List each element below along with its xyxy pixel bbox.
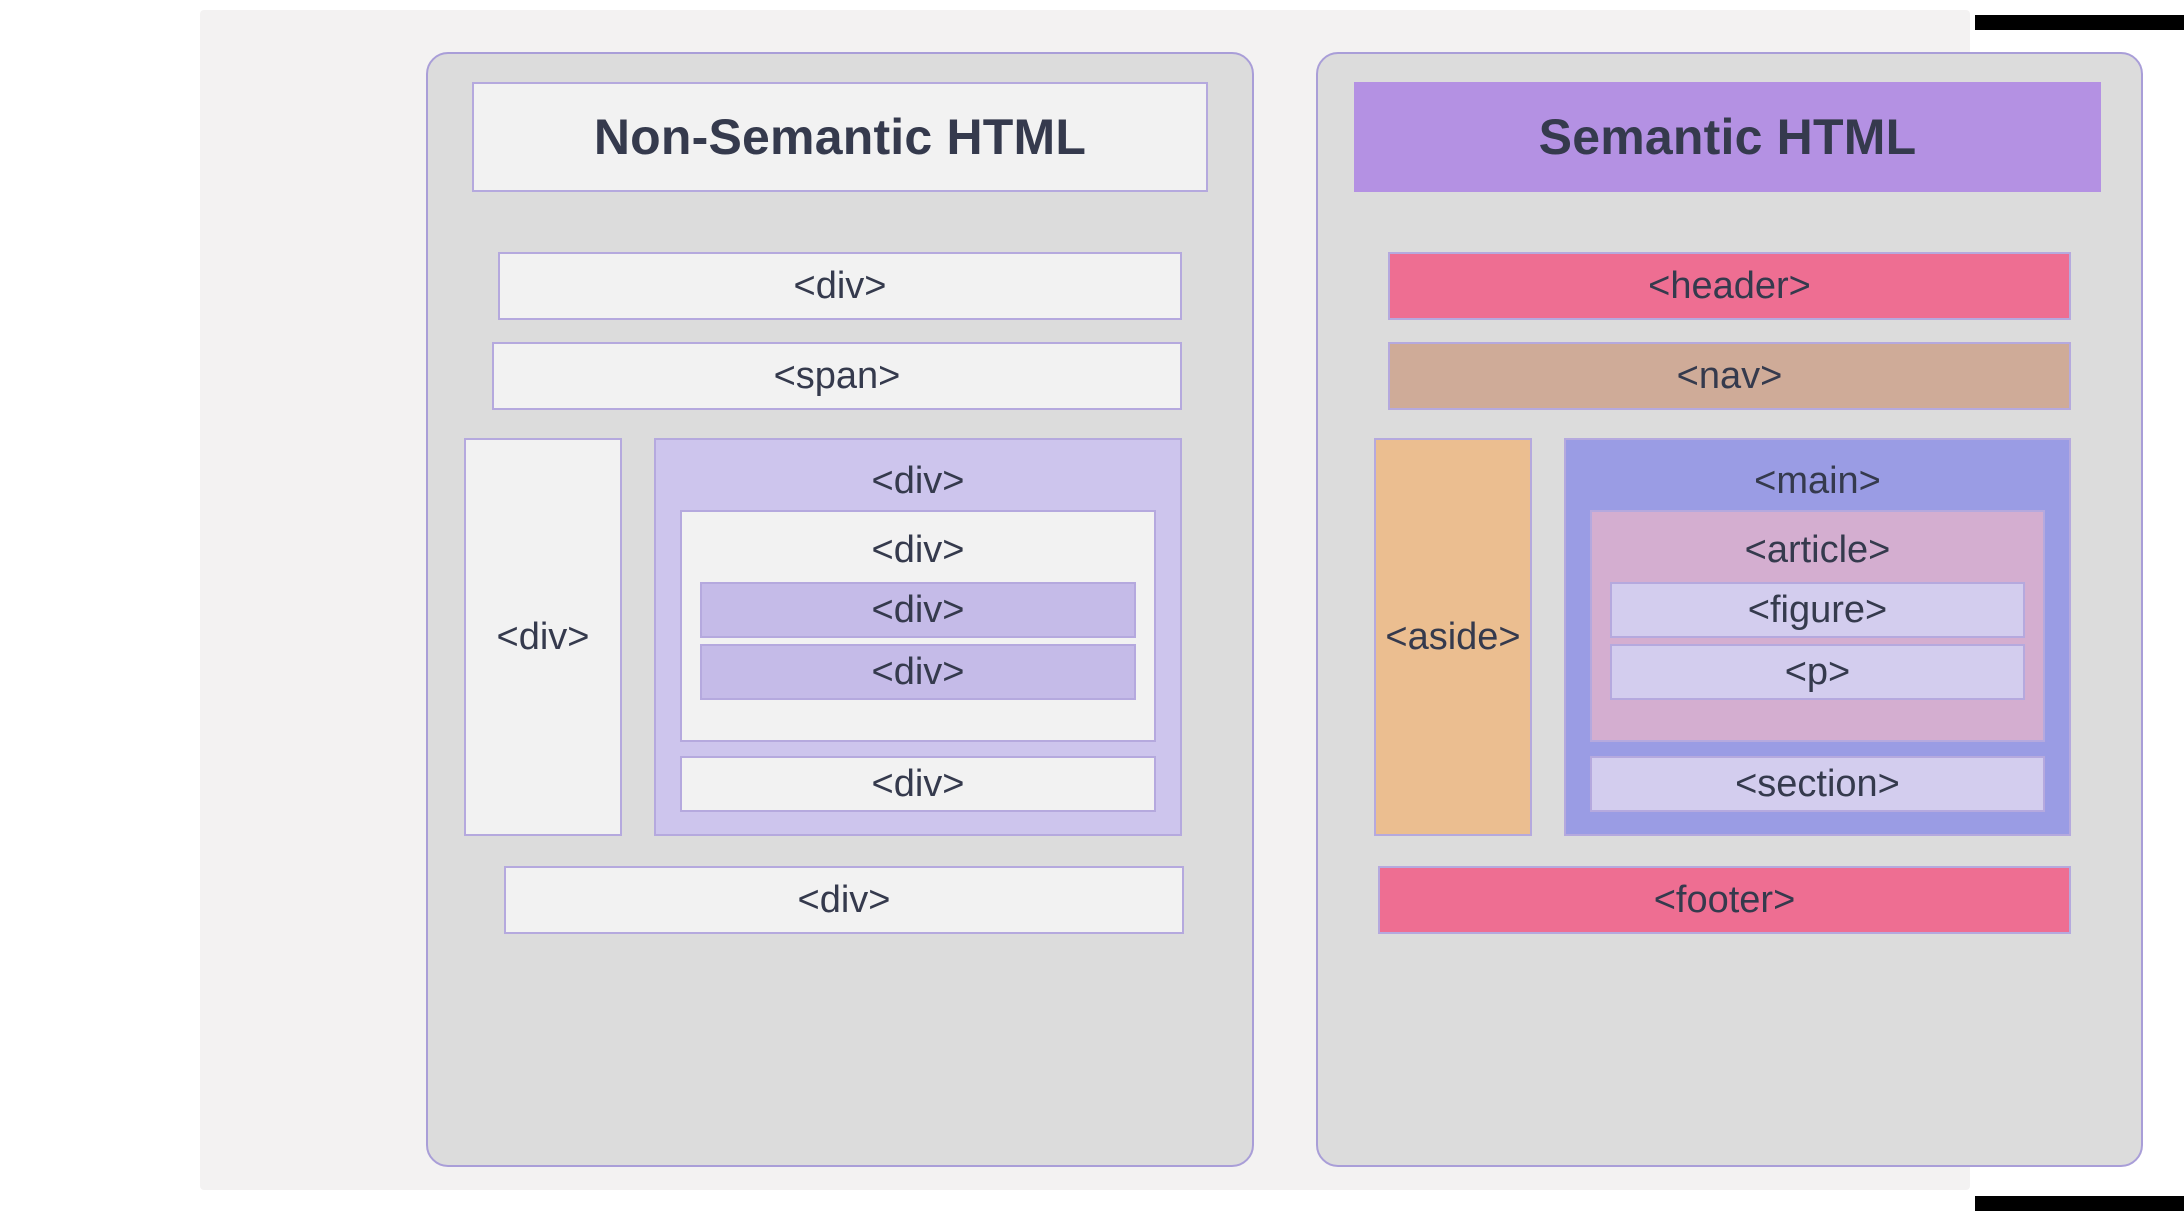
semantic-middle-row: <aside> <main> <article> <figure> <p> <s…	[1374, 438, 2071, 836]
non-semantic-div-inner-label: <div>	[871, 528, 965, 571]
panel-semantic: Semantic HTML <header> <nav> <aside> <ma…	[1316, 52, 2143, 1167]
non-semantic-div-lilac-a: <div>	[700, 582, 1136, 638]
semantic-figure-box: <figure>	[1610, 582, 2025, 638]
bottom-right-black-bar	[1975, 1196, 2184, 1211]
semantic-paragraph-box: <p>	[1610, 644, 2025, 700]
non-semantic-panel-title: Non-Semantic HTML	[472, 82, 1208, 192]
non-semantic-div-bottom: <div>	[504, 866, 1184, 934]
non-semantic-div-outer-label: <div>	[871, 459, 965, 502]
top-right-black-bar	[1975, 15, 2184, 30]
semantic-article-box: <article> <figure> <p>	[1590, 510, 2045, 742]
panel-non-semantic: Non-Semantic HTML <div> <span> <div> <di…	[426, 52, 1254, 1167]
semantic-footer-box: <footer>	[1378, 866, 2071, 934]
semantic-panel-title: Semantic HTML	[1354, 82, 2101, 192]
semantic-main-label: <main>	[1754, 459, 1881, 502]
semantic-article-label: <article>	[1744, 528, 1891, 571]
semantic-nav-box: <nav>	[1388, 342, 2071, 410]
semantic-header-box: <header>	[1388, 252, 2071, 320]
semantic-aside-box: <aside>	[1374, 438, 1532, 836]
non-semantic-div-inner: <div> <div> <div>	[680, 510, 1156, 742]
non-semantic-div-lilac-b: <div>	[700, 644, 1136, 700]
non-semantic-middle-row: <div> <div> <div> <div> <div> <div>	[464, 438, 1182, 836]
non-semantic-div-top: <div>	[498, 252, 1182, 320]
non-semantic-div-left-column: <div>	[464, 438, 622, 836]
semantic-main-box: <main> <article> <figure> <p> <section>	[1564, 438, 2071, 836]
semantic-section-box: <section>	[1590, 756, 2045, 812]
non-semantic-div-outer: <div> <div> <div> <div> <div>	[654, 438, 1182, 836]
non-semantic-div-last-child: <div>	[680, 756, 1156, 812]
diagram-canvas: Non-Semantic HTML <div> <span> <div> <di…	[200, 10, 2143, 1190]
non-semantic-span: <span>	[492, 342, 1182, 410]
panels-container: Non-Semantic HTML <div> <span> <div> <di…	[426, 52, 2143, 1167]
